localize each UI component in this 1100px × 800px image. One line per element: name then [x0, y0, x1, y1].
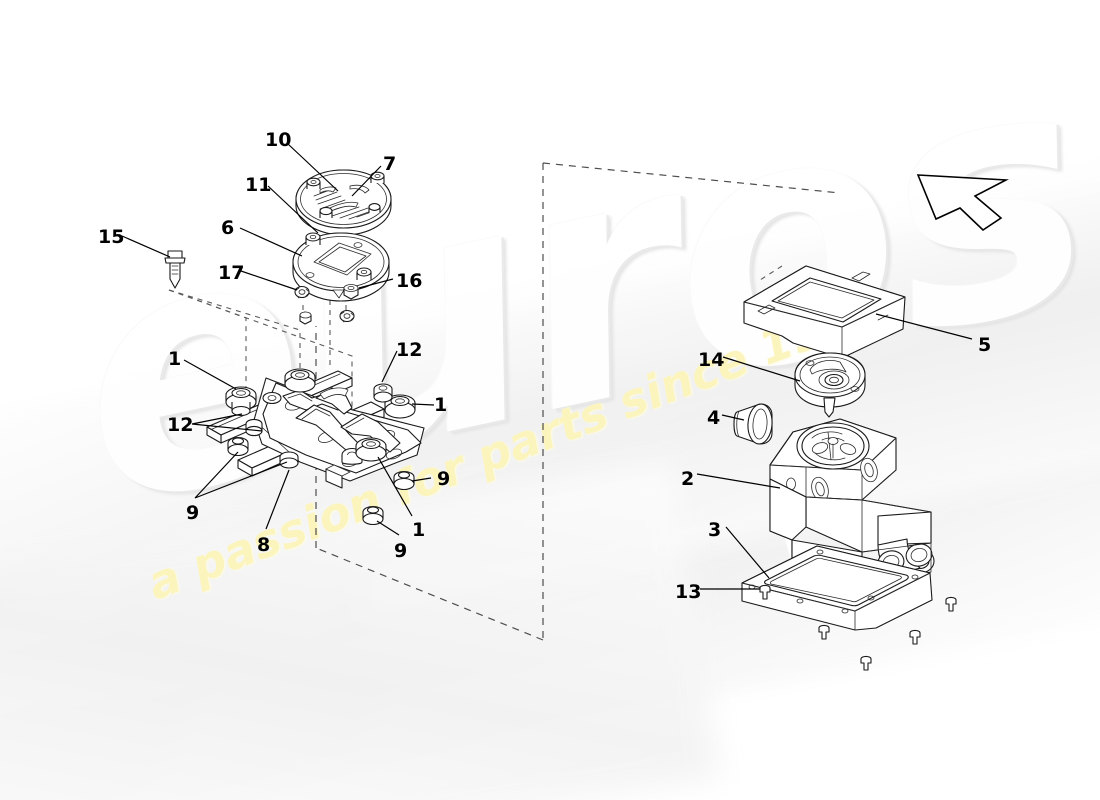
- callout-3: 3: [708, 519, 722, 541]
- part-6-shift-gate-lower-plate: [292, 232, 390, 302]
- callout-1-c: 1: [412, 519, 426, 541]
- leader-9c: [376, 520, 400, 536]
- part-13-screw-5: [945, 596, 957, 612]
- callout-1-b: 1: [434, 394, 448, 416]
- guide-plate5-edge: [759, 265, 783, 281]
- part-1-bushing-a: [225, 386, 257, 417]
- leader-9b: [194, 451, 288, 499]
- callout-9-c: 9: [394, 540, 408, 562]
- part-7-shift-gate-cover-plate: [295, 169, 392, 236]
- part-13-screw-1: [759, 584, 771, 600]
- part-12-spacer-a: [373, 383, 393, 403]
- part-9-grommet-d: [279, 451, 299, 469]
- leader-10: [287, 143, 339, 192]
- callout-9-b: 9: [186, 502, 200, 524]
- part-3-housing-base-gasket: [741, 545, 933, 631]
- leader-15: [121, 235, 171, 258]
- callout-7: 7: [383, 153, 397, 175]
- callout-9-a: 9: [437, 468, 451, 490]
- leader-1a: [183, 359, 237, 390]
- leader-17: [240, 270, 298, 291]
- callout-13: 13: [675, 581, 702, 603]
- part-9-grommet-b: [393, 470, 415, 491]
- leader-2: [696, 473, 781, 489]
- leader-7: [351, 165, 382, 197]
- leader-1c: [377, 456, 413, 517]
- leader-11: [267, 185, 319, 234]
- part-1-bushing-b: [284, 368, 316, 393]
- leader-3: [725, 526, 770, 579]
- leader-1b: [411, 403, 435, 406]
- part-14-shift-ball-seat-cap: [794, 352, 866, 418]
- leader-9a: [411, 477, 432, 482]
- callout-12-b: 12: [167, 414, 194, 436]
- loose-fastener-a: [299, 311, 312, 325]
- loose-fastener-b: [339, 309, 355, 323]
- callout-11: 11: [245, 174, 272, 196]
- part-1-bushing-d: [355, 437, 387, 462]
- part-9-grommet-c: [362, 505, 384, 526]
- callout-8: 8: [257, 534, 271, 556]
- leader-4-14: [722, 356, 801, 382]
- leader-lines: [121, 143, 973, 590]
- part-16-hex-nut: [343, 284, 359, 300]
- leader-4: [721, 414, 745, 421]
- callout-6: 6: [221, 217, 235, 239]
- callout-14: 14: [698, 349, 725, 371]
- part-4-rubber-sleeve-bush: [733, 403, 773, 445]
- part-17-lock-washer: [294, 285, 310, 299]
- callout-15: 15: [98, 226, 125, 248]
- leader-6: [239, 227, 303, 257]
- callout-4: 4: [707, 407, 721, 429]
- callout-1-a: 1: [168, 348, 182, 370]
- part-7-bosses: [306, 171, 385, 218]
- part-15-flanged-hex-bolt: [164, 250, 186, 289]
- part-13-screw-4: [909, 629, 921, 645]
- callout-16: 16: [396, 270, 423, 292]
- part-13-screw-3: [860, 655, 872, 671]
- leader-8: [265, 469, 290, 530]
- arrow-cursor-icon: [916, 174, 1009, 232]
- leader-16: [358, 278, 394, 289]
- callout-2: 2: [681, 468, 695, 490]
- callout-17: 17: [218, 262, 245, 284]
- callout-10: 10: [265, 129, 292, 151]
- part-13-screws: [759, 584, 957, 671]
- leader-5: [875, 313, 973, 340]
- part-1-bushing-c: [384, 394, 416, 419]
- callout-12-a: 12: [396, 339, 423, 361]
- part-9-grommet-a: [227, 436, 249, 457]
- callout-5: 5: [978, 334, 992, 356]
- leader-12b: [191, 413, 263, 432]
- part-12-spacer-b: [245, 418, 263, 437]
- leader-12a: [381, 350, 398, 383]
- part-5-upper-mounting-plate: [743, 265, 906, 359]
- part-13-screw-2: [818, 624, 830, 640]
